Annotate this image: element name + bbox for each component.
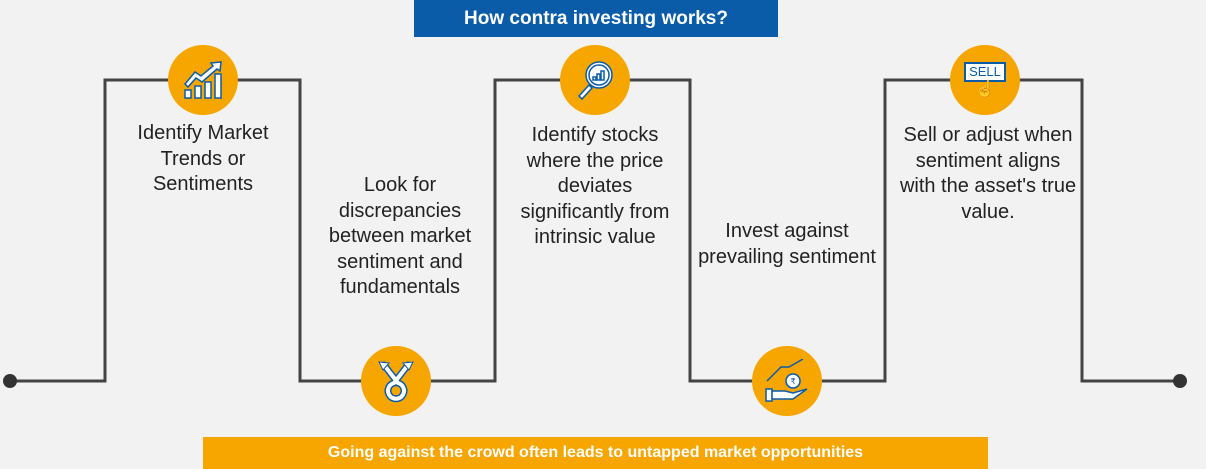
sell-button-icon: SELL ☝ — [950, 45, 1020, 115]
step-1-text: Identify Market Trends or Sentiments — [137, 122, 269, 195]
start-dot — [3, 374, 17, 388]
step-4-text: Invest against prevailing sentiment — [698, 220, 876, 268]
trend-chart-icon — [168, 45, 238, 115]
end-dot — [1173, 374, 1187, 388]
step-2-text: Look for discrepancies between market se… — [328, 174, 472, 298]
step-3-text: Identify stocks where the price deviates… — [520, 124, 670, 248]
contrarian-arrows-icon — [361, 346, 431, 416]
svg-text:₹: ₹ — [790, 377, 795, 386]
footer-banner: Going against the crowd often leads to u… — [203, 437, 988, 469]
magnifier-chart-icon — [560, 45, 630, 115]
pointer-hand-icon: ☝ — [975, 81, 995, 98]
footer-text: Going against the crowd often leads to u… — [327, 444, 864, 461]
sell-icon-label: SELL — [964, 62, 1006, 82]
title: How contra investing works? — [464, 7, 728, 29]
invest-hand-rupee-icon: ₹ — [752, 346, 822, 416]
step-5-text: Sell or adjust when sentiment aligns wit… — [899, 124, 1077, 223]
title-banner: How contra investing works? — [414, 0, 778, 37]
